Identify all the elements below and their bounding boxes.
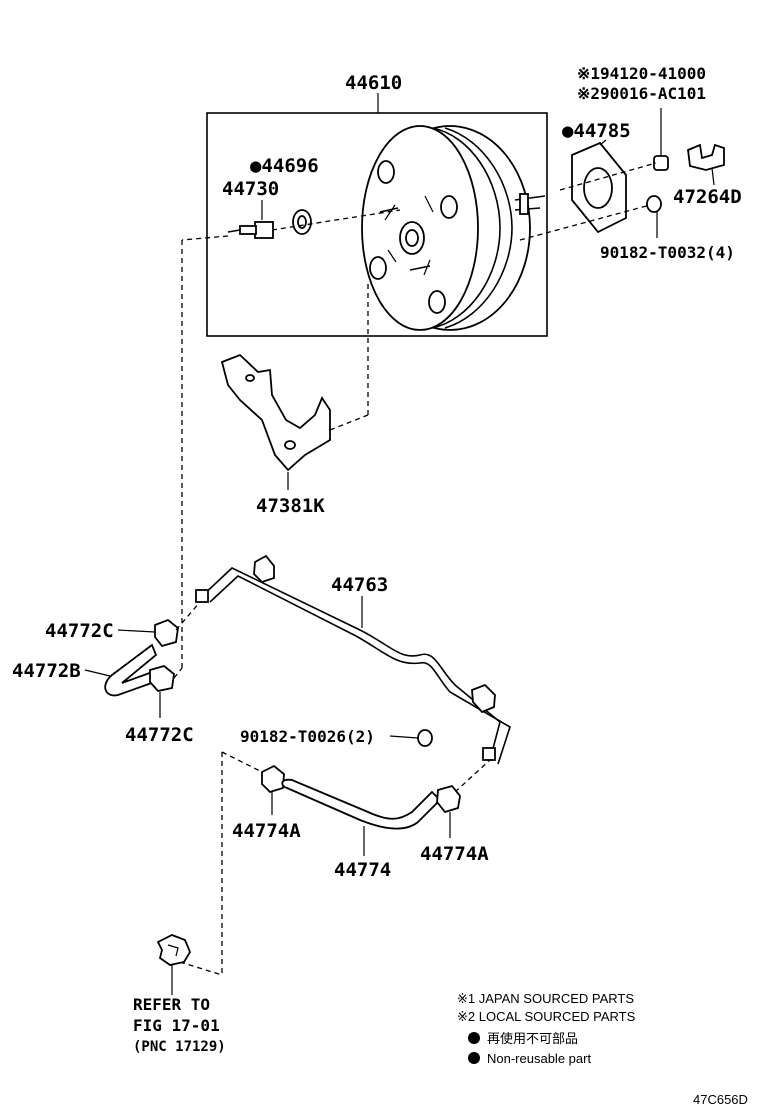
refer-line2: FIG 17-01 [133, 1016, 220, 1035]
label-bracket[interactable]: 47381K [256, 495, 325, 517]
hose-clip-right[interactable] [436, 784, 461, 814]
label-hose-lower[interactable]: 44774 [334, 859, 391, 881]
refer-line1: REFER TO [133, 995, 210, 1014]
hose-left[interactable] [104, 643, 162, 697]
mounting-bracket[interactable] [220, 353, 331, 472]
hose-lower[interactable] [281, 778, 442, 830]
vacuum-seal[interactable] [292, 209, 312, 235]
booster-assy-frame [206, 112, 548, 337]
hose-clip-lower[interactable] [149, 665, 175, 692]
legend-note2: ※2 LOCAL SOURCED PARTS [457, 1009, 636, 1024]
legend-jp: 再使用不可部品 [487, 1031, 578, 1046]
hose-clip-upper[interactable] [154, 618, 179, 648]
label-clip-right[interactable]: 44774A [420, 843, 489, 865]
legend-note1: ※1 JAPAN SOURCED PARTS [457, 991, 634, 1006]
reference-clip[interactable] [156, 934, 192, 966]
label-seal[interactable]: ●44696 [250, 155, 319, 177]
bracket-right[interactable] [687, 143, 725, 171]
label-vacuum-pipe[interactable]: 44763 [331, 574, 388, 596]
label-check-valve[interactable]: 44730 [222, 178, 279, 200]
refer-line3: (PNC 17129) [133, 1039, 226, 1055]
label-note2-part[interactable]: ※290016-AC101 [577, 84, 706, 103]
label-clip-left[interactable]: 44774A [232, 820, 301, 842]
diagram-code: 47C656D [693, 1092, 748, 1107]
pipe-clamp-lower[interactable] [471, 683, 496, 714]
pipe-nut[interactable] [417, 729, 433, 747]
label-gasket[interactable]: ●44785 [562, 120, 631, 142]
label-pipe-nut[interactable]: 90182-T0026(2) [240, 727, 375, 746]
note-part-nut[interactable] [653, 155, 669, 171]
label-note1-part[interactable]: ※194120-41000 [577, 64, 706, 83]
label-clip-lower[interactable]: 44772C [125, 724, 194, 746]
vacuum-pipe[interactable] [195, 567, 511, 765]
brake-booster-body[interactable] [361, 125, 546, 331]
legend-en: Non-reusable part [487, 1051, 591, 1066]
label-hose-left[interactable]: 44772B [12, 660, 81, 682]
label-nut[interactable]: 90182-T0032(4) [600, 243, 735, 262]
non-reusable-marker-icon [468, 1032, 480, 1044]
label-clip-upper[interactable]: 44772C [45, 620, 114, 642]
booster-nut[interactable] [646, 195, 662, 213]
pipe-clamp-upper[interactable] [253, 554, 275, 584]
hose-clip-left[interactable] [261, 764, 285, 794]
label-booster-assy[interactable]: 44610 [345, 72, 402, 94]
label-bracket-right[interactable]: 47264D [673, 186, 742, 208]
non-reusable-marker-icon [468, 1052, 480, 1064]
check-valve[interactable] [227, 221, 274, 239]
